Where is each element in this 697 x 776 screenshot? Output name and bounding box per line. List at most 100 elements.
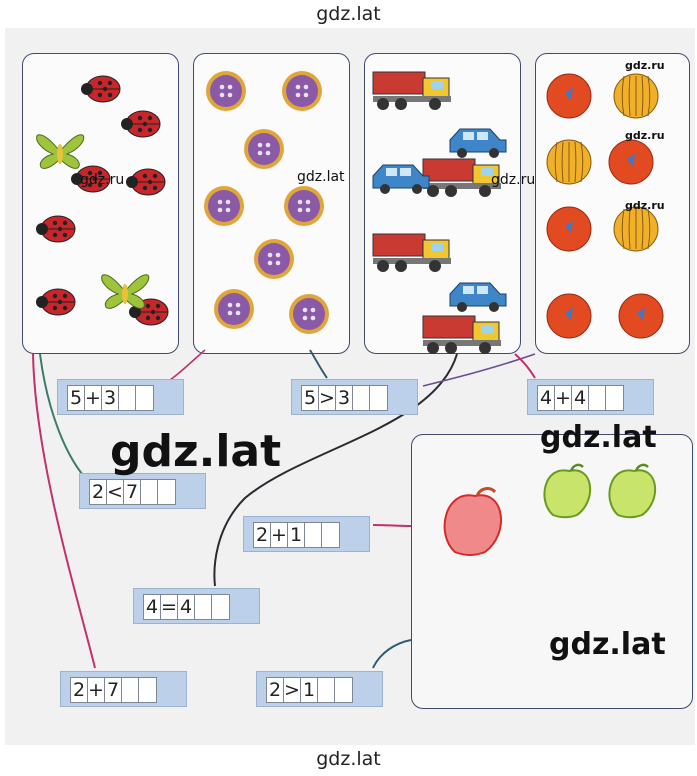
- equation-symbol: 7: [124, 480, 141, 504]
- equation-cells: 2<7: [89, 479, 176, 505]
- equation-cells: 2>1: [266, 677, 353, 703]
- ladybug-icon: [36, 288, 76, 316]
- button-icon: [282, 71, 322, 111]
- ladybugs-illustration: [36, 75, 169, 326]
- car-icon: [449, 128, 507, 158]
- card-vehicles[interactable]: gdz.ru: [364, 53, 535, 354]
- card-drawing-watermark: gdz.lat: [549, 627, 666, 662]
- equation-box-4-plus-4[interactable]: 4+4: [527, 379, 654, 415]
- equation-cells: 4=4: [143, 594, 230, 620]
- answer-cell[interactable]: [212, 595, 229, 619]
- equation-symbol: >: [284, 678, 301, 702]
- answer-cell[interactable]: [139, 678, 156, 702]
- answer-cell[interactable]: [353, 386, 370, 410]
- equation-symbol: 3: [336, 386, 353, 410]
- answer-cell[interactable]: [335, 678, 352, 702]
- answer-cell[interactable]: [158, 480, 175, 504]
- tomato-icon: [608, 139, 654, 185]
- answer-cell[interactable]: [136, 386, 153, 410]
- answer-cell[interactable]: [370, 386, 387, 410]
- equation-box-4-eq-4[interactable]: 4=4: [133, 588, 260, 624]
- button-icon: [289, 294, 329, 334]
- equation-cells: 2+1: [253, 522, 340, 548]
- card-fruits-watermark-2: gdz.ru: [625, 129, 665, 142]
- card-fruits[interactable]: gdz.ru gdz.ru gdz.ru: [535, 53, 690, 354]
- answer-cell[interactable]: [119, 386, 136, 410]
- truck-icon: [372, 233, 451, 272]
- ladybug-icon: [36, 215, 76, 243]
- card-fruits-watermark-3: gdz.ru: [625, 199, 665, 212]
- equation-symbol: 3: [102, 386, 119, 410]
- card-vehicles-watermark: gdz.ru: [491, 172, 536, 188]
- answer-cell[interactable]: [322, 523, 339, 547]
- answer-cell[interactable]: [305, 523, 322, 547]
- equation-symbol: <: [107, 480, 124, 504]
- answer-cell[interactable]: [195, 595, 212, 619]
- answer-cell[interactable]: [318, 678, 335, 702]
- tomato-icon: [546, 206, 592, 252]
- equation-cells: 5+3: [67, 385, 154, 411]
- button-icon: [284, 186, 324, 226]
- equation-symbol: 1: [288, 523, 305, 547]
- tomato-icon: [546, 293, 592, 339]
- equation-box-2-plus-1[interactable]: 2+1: [243, 516, 370, 552]
- button-icon: [206, 71, 246, 111]
- red-apple-drawing: [443, 487, 502, 556]
- answer-cell[interactable]: [141, 480, 158, 504]
- top-watermark: gdz.lat: [316, 3, 381, 25]
- answer-cell[interactable]: [589, 386, 606, 410]
- equation-box-2-gt-1[interactable]: 2>1: [256, 671, 383, 707]
- ladybug-icon: [71, 165, 111, 193]
- card-buttons[interactable]: gdz.lat: [193, 53, 350, 354]
- truck-icon: [422, 158, 501, 197]
- card-buttons-watermark: gdz.lat: [297, 169, 345, 185]
- tomato-icon: [618, 293, 664, 339]
- equation-symbol: 7: [105, 678, 122, 702]
- car-icon: [372, 164, 430, 194]
- equation-symbol: +: [271, 523, 288, 547]
- answer-cell[interactable]: [122, 678, 139, 702]
- equation-symbol: 2: [254, 523, 271, 547]
- equation-symbol: 4: [144, 595, 161, 619]
- equation-symbol: +: [85, 386, 102, 410]
- equation-symbol: =: [161, 595, 178, 619]
- equation-cells: 5>3: [301, 385, 388, 411]
- bottom-watermark: gdz.lat: [316, 748, 381, 770]
- equation-box-2-lt-7[interactable]: 2<7: [79, 473, 206, 509]
- equation-symbol: 1: [301, 678, 318, 702]
- card-ladybugs-watermark: gdz.ru: [80, 172, 125, 188]
- equation-symbol: >: [319, 386, 336, 410]
- equation-symbol: +: [88, 678, 105, 702]
- equation-box-2-plus-7[interactable]: 2+7: [60, 671, 187, 707]
- equation-symbol: 2: [90, 480, 107, 504]
- center-watermark: gdz.lat: [110, 426, 282, 477]
- ladybug-icon: [81, 75, 121, 103]
- answer-cell[interactable]: [606, 386, 623, 410]
- equation-box-5-plus-3[interactable]: 5+3: [57, 379, 184, 415]
- ladybug-icon: [126, 168, 166, 196]
- pumpkin-icon: [613, 73, 659, 119]
- equation-box-5-gt-3[interactable]: 5>3: [291, 379, 418, 415]
- right-top-watermark: gdz.lat: [540, 420, 657, 455]
- card-fruits-watermark-1: gdz.ru: [625, 59, 665, 72]
- button-icon: [244, 129, 284, 169]
- equation-symbol: 5: [302, 386, 319, 410]
- workbook-page: gdz.ru gdz.lat gdz.ru gdz.ru gdz.ru gdz.…: [5, 28, 695, 745]
- pumpkin-icon: [613, 206, 659, 252]
- ladybug-icon: [121, 110, 161, 138]
- green-apple-drawing: [543, 463, 592, 519]
- equation-symbol: 2: [71, 678, 88, 702]
- equation-symbol: 5: [68, 386, 85, 410]
- card-drawing[interactable]: gdz.lat: [411, 434, 693, 709]
- truck-icon: [372, 71, 451, 110]
- equation-symbol: +: [555, 386, 572, 410]
- equation-symbol: 2: [267, 678, 284, 702]
- button-icon: [254, 239, 294, 279]
- tomato-icon: [546, 73, 592, 119]
- buttons-illustration: [204, 71, 329, 334]
- drawn-apples-illustration: [443, 463, 657, 556]
- butterfly-icon: [36, 134, 85, 169]
- card-ladybugs[interactable]: gdz.ru: [22, 53, 179, 354]
- equation-symbol: 4: [178, 595, 195, 619]
- green-apple-drawing: [608, 463, 657, 519]
